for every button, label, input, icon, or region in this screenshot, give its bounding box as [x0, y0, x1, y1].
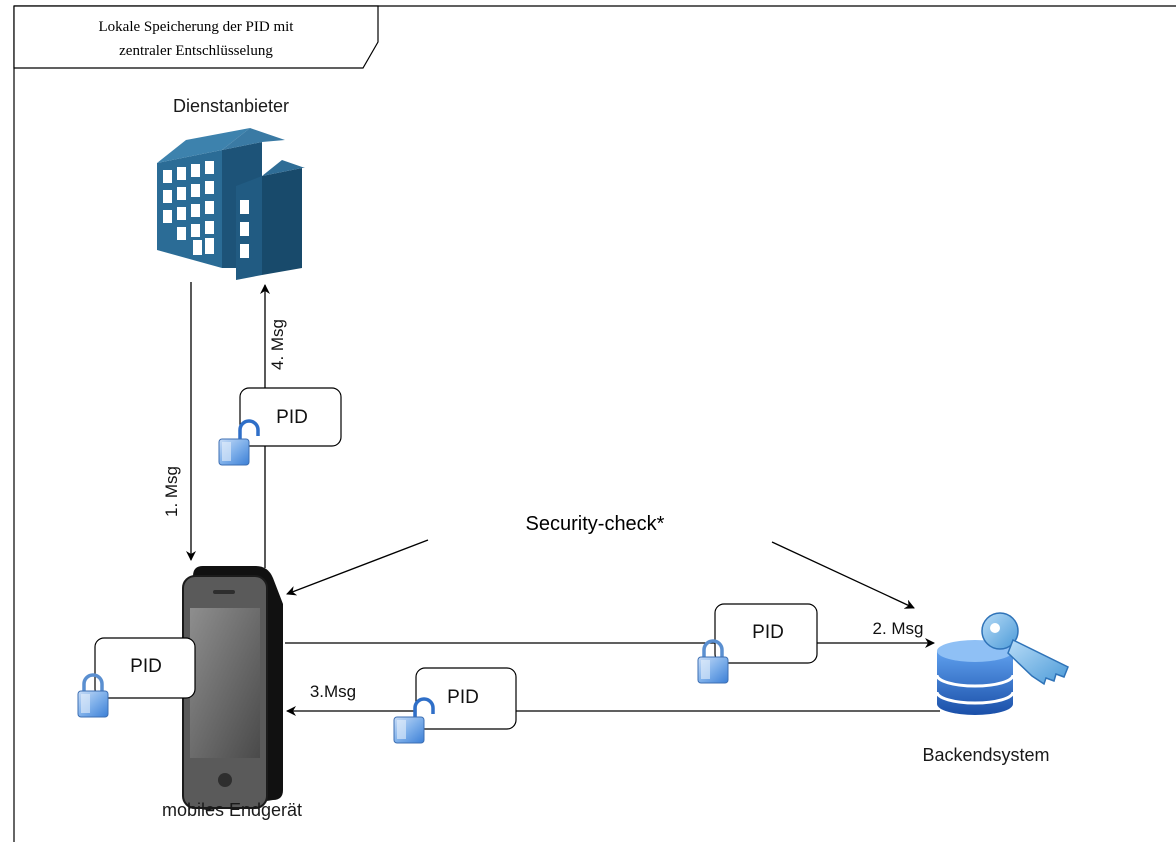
smartphone-icon — [182, 566, 283, 810]
message-3-arrow: 3.Msg — [286, 682, 940, 716]
pid-label: PID — [447, 687, 479, 708]
security-check: Security-check* — [286, 513, 915, 609]
security-check-arrow-backend — [771, 541, 915, 609]
pid-token-msg4[interactable]: PID — [217, 387, 342, 467]
message-1-label: 1. Msg — [162, 466, 181, 517]
title-line-2: zentraler Entschlüsselung — [119, 43, 273, 59]
diagram-title: Lokale Speicherung der PID mit zentraler… — [13, 5, 379, 69]
security-check-arrow-device — [286, 539, 429, 596]
backend-label: Backendsystem — [922, 745, 1049, 765]
pid-token-local[interactable]: PID — [76, 637, 196, 719]
message-2-arrow: 2. Msg — [285, 619, 935, 648]
service-provider-label: Dienstanbieter — [173, 96, 289, 116]
pid-label: PID — [276, 407, 308, 428]
backend-node[interactable]: Backendsystem — [922, 612, 1069, 765]
message-2-label: 2. Msg — [872, 619, 923, 638]
mobile-device-node[interactable]: mobiles Endgerät — [162, 566, 302, 820]
database-key-icon — [935, 612, 1069, 715]
pid-label: PID — [130, 656, 162, 677]
message-4-label: 4. Msg — [268, 319, 287, 370]
pid-label: PID — [752, 622, 784, 643]
message-1-arrow: 1. Msg — [162, 282, 196, 561]
office-building-icon — [157, 128, 305, 280]
pid-token-msg3[interactable]: PID — [392, 667, 517, 745]
service-provider-node[interactable]: Dienstanbieter — [157, 96, 305, 280]
security-check-label: Security-check* — [526, 513, 665, 535]
mobile-device-label: mobiles Endgerät — [162, 800, 302, 820]
title-line-1: Lokale Speicherung der PID mit — [99, 19, 295, 35]
message-3-label: 3.Msg — [310, 682, 356, 701]
pid-token-msg2[interactable]: PID — [696, 603, 818, 685]
